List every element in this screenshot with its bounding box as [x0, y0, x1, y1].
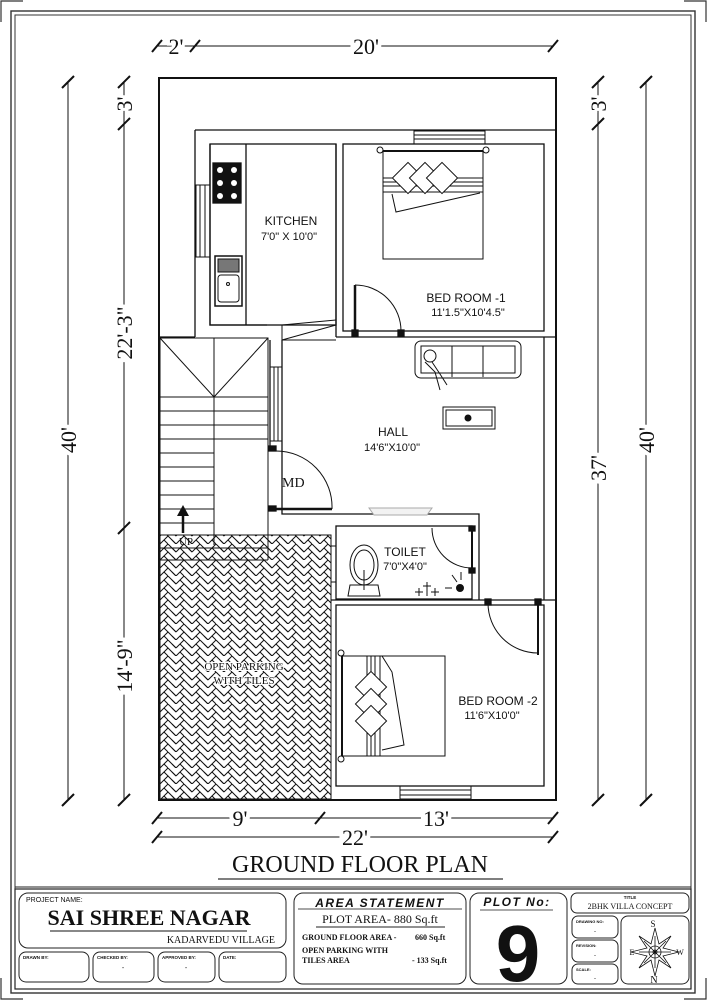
- dim-top-2: 2': [169, 34, 184, 59]
- plot-no-label: PLOT No:: [483, 895, 550, 909]
- bedroom1-size: 11'1.5"X10'4.5": [431, 307, 505, 319]
- date-label: DATE:: [223, 955, 237, 960]
- parking-area-value: - 133 Sq.ft: [412, 956, 447, 965]
- hall-window: [269, 366, 283, 442]
- plot-boundary: [158, 77, 557, 801]
- dim-bottom-22: 22': [342, 825, 368, 850]
- toilet-door: [431, 525, 476, 574]
- project-name: SAI SHREE NAGAR: [48, 905, 252, 930]
- compass-w: W: [676, 948, 684, 957]
- dim-left-14-9: 14'-9": [112, 639, 137, 692]
- kitchen-size: 7'0" X 10'0": [261, 231, 317, 243]
- checked-by-value: -: [122, 965, 125, 972]
- approved-by-label: APPROVED BY:: [162, 955, 196, 960]
- plot-area: PLOT AREA- 880 Sq.ft: [322, 912, 438, 926]
- bedroom2-door: [484, 598, 542, 655]
- dim-bottom-13: 13': [423, 806, 449, 831]
- up-arrow-icon: [177, 505, 189, 533]
- sheet-title-value: 2BHK VILLA CONCEPT: [588, 902, 673, 911]
- plot-number: 9: [496, 909, 541, 998]
- scale-label: SCALE:: [576, 967, 591, 972]
- scale-value: -: [594, 976, 596, 982]
- dim-right-37: 37': [586, 455, 611, 481]
- toilet-window: [330, 545, 337, 583]
- compass-n: N: [650, 975, 657, 986]
- sheet-title-label: TITLE: [624, 895, 637, 900]
- title-block: [14, 886, 692, 990]
- kitchen-window: [195, 184, 211, 258]
- hall-label: HALL: [378, 425, 408, 439]
- sink-icon: [214, 255, 243, 307]
- checked-by-label: CHECKED BY:: [97, 955, 128, 960]
- parking-label-line2: WITH TILES: [213, 675, 274, 687]
- parking-area-label-2: TILES AREA: [302, 956, 350, 965]
- staircase: [159, 337, 269, 561]
- misc-labels: OPEN PARKING WITH TILES MD UP: [179, 476, 305, 688]
- kitchen-label: KITCHEN: [265, 214, 318, 228]
- revision-label: REVISION:: [576, 943, 596, 948]
- bedroom1-label: BED ROOM -1: [426, 291, 506, 305]
- tv-unit-icon: [368, 507, 433, 516]
- dim-right-40: 40': [634, 427, 659, 453]
- dimensions: [61, 39, 653, 844]
- toilet-size: 7'0"X4'0": [383, 561, 427, 573]
- main-door: [268, 445, 333, 512]
- dim-left-40: 40': [56, 427, 81, 453]
- ground-floor-area-value: 660 Sq.ft: [415, 933, 446, 942]
- bedroom2-window: [399, 785, 472, 800]
- floor-plan: [158, 77, 557, 801]
- bedroom1-window: [413, 130, 486, 145]
- shower-icon: [415, 572, 464, 596]
- sofa-icon: [414, 340, 522, 391]
- drawing-title: GROUND FLOOR PLAN: [232, 852, 488, 878]
- area-statement-heading: AREA STATEMENT: [314, 896, 445, 910]
- stair-up-label: UP: [179, 536, 193, 548]
- drawing-no-label: DRAWING NO:: [576, 919, 604, 924]
- bed-icon: [337, 649, 446, 763]
- bedroom2-size: 11'6"X10'0": [464, 710, 519, 722]
- dimension-labels: 2' 20' 9' 13' 22' 40' 3' 22'-3" 14'-9" 3…: [52, 30, 663, 854]
- drawing-no-value: -: [594, 929, 596, 935]
- compass-e: E: [630, 948, 635, 957]
- bedroom2-label: BED ROOM -2: [458, 694, 538, 708]
- room-labels: KITCHEN 7'0" X 10'0" BED ROOM -1 11'1.5"…: [261, 214, 538, 722]
- project-label: PROJECT NAME:: [26, 897, 83, 904]
- toilet-label: TOILET: [384, 545, 426, 559]
- bedroom1-door: [351, 284, 405, 337]
- coffee-table-icon: [442, 406, 496, 430]
- dim-bottom-9: 9': [233, 806, 248, 831]
- drawn-by-label: DRAWN BY:: [23, 955, 49, 960]
- parking-label-line1: OPEN PARKING: [204, 661, 283, 673]
- main-door-label: MD: [282, 476, 305, 491]
- dim-right-3: 3': [586, 96, 611, 111]
- wc-icon: [347, 544, 381, 597]
- project-location: KADARVEDU VILLAGE: [167, 935, 275, 946]
- dim-left-3: 3': [112, 96, 137, 111]
- title-block-text: PROJECT NAME: SAI SHREE NAGAR KADARVEDU …: [23, 895, 672, 998]
- dim-left-22-3: 22'-3": [112, 306, 137, 359]
- dim-top-20: 20': [353, 34, 379, 59]
- parking-area-label-1: OPEN PARKING WITH: [302, 946, 389, 955]
- revision-value: -: [594, 953, 596, 959]
- hall-size: 14'6"X10'0": [364, 442, 420, 454]
- bed-icon: [376, 146, 490, 260]
- compass-icon: [630, 927, 680, 977]
- compass-labels: S N E W: [630, 919, 685, 986]
- compass-s: S: [650, 919, 655, 929]
- stove-icon: [212, 162, 242, 204]
- ground-floor-area-label: GROUND FLOOR AREA -: [302, 933, 397, 942]
- approved-by-value: -: [185, 965, 188, 972]
